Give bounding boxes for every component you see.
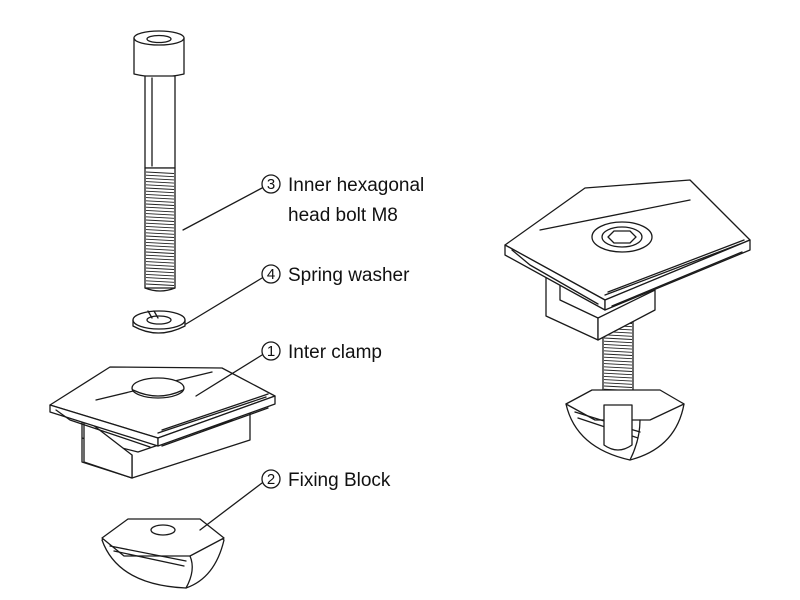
callout-4: 4 <box>261 264 281 284</box>
thread-line <box>603 353 633 356</box>
thread-line <box>603 382 633 385</box>
thread-line <box>145 209 175 213</box>
thread-line <box>145 254 175 258</box>
thread-line <box>603 359 633 363</box>
thread-line <box>603 350 633 353</box>
thread-line <box>145 225 175 229</box>
thread-line <box>145 193 175 197</box>
callout-number-2: 2 <box>267 471 275 488</box>
leader-clamp <box>195 354 263 397</box>
thread-line <box>145 187 175 190</box>
thread-line <box>145 251 175 254</box>
thread-line <box>145 213 175 216</box>
thread-line <box>145 222 175 226</box>
leader-washer <box>185 277 263 325</box>
thread-line <box>145 232 175 235</box>
thread-line <box>145 206 175 210</box>
label-clamp: Inter clamp <box>288 342 382 363</box>
callout-number-1: 1 <box>267 343 275 360</box>
thread-line <box>145 184 175 187</box>
thread-line <box>603 347 633 350</box>
thread-line <box>145 190 175 194</box>
label-washer: Spring washer <box>288 265 410 286</box>
thread-line <box>145 267 175 270</box>
thread-line <box>145 248 175 251</box>
thread-line <box>603 366 633 369</box>
thread-line <box>145 197 175 200</box>
leader-bolt <box>182 187 263 231</box>
thread-line <box>145 216 175 219</box>
thread-line <box>145 273 175 277</box>
thread-line <box>145 257 175 261</box>
thread-line <box>603 385 633 388</box>
thread-line <box>145 283 175 286</box>
thread-line <box>145 238 175 242</box>
label-bolt-line1: Inner hexagonal <box>288 175 424 196</box>
hex-bolt <box>133 30 185 292</box>
assembled-clamp <box>504 179 751 461</box>
thread-line <box>603 356 633 360</box>
label-block: Fixing Block <box>288 470 391 491</box>
inter-clamp <box>49 366 276 479</box>
thread-line <box>145 245 175 248</box>
callout-1: 1 <box>261 341 281 361</box>
thread-line <box>603 379 633 382</box>
thread-line <box>145 229 175 232</box>
thread-line <box>603 375 633 379</box>
spring-washer <box>132 310 186 334</box>
thread-line <box>145 261 175 264</box>
callout-3: 3 <box>261 174 281 194</box>
thread-line <box>603 363 633 366</box>
thread-line <box>145 203 175 206</box>
leader-block <box>199 482 263 531</box>
thread-line <box>145 171 175 174</box>
label-bolt-line2: head bolt M8 <box>288 205 398 226</box>
thread-line <box>145 174 175 178</box>
callout-number-4: 4 <box>267 266 275 283</box>
thread-line <box>145 270 175 274</box>
thread-line <box>145 235 175 238</box>
hex-socket-icon <box>607 230 637 244</box>
thread-line <box>603 372 633 376</box>
thread-line <box>603 340 633 344</box>
thread-line <box>145 264 175 267</box>
thread-line <box>145 200 175 203</box>
thread-line <box>145 277 175 280</box>
callout-number-3: 3 <box>267 176 275 193</box>
thread-line <box>145 280 175 283</box>
thread-line <box>603 343 633 347</box>
thread-line <box>145 219 175 222</box>
thread-line <box>145 181 175 184</box>
fixing-block <box>101 518 225 589</box>
thread-line <box>603 369 633 372</box>
thread-line <box>603 337 633 340</box>
thread-line <box>145 177 175 181</box>
callout-2: 2 <box>261 469 281 489</box>
thread-line <box>145 241 175 245</box>
